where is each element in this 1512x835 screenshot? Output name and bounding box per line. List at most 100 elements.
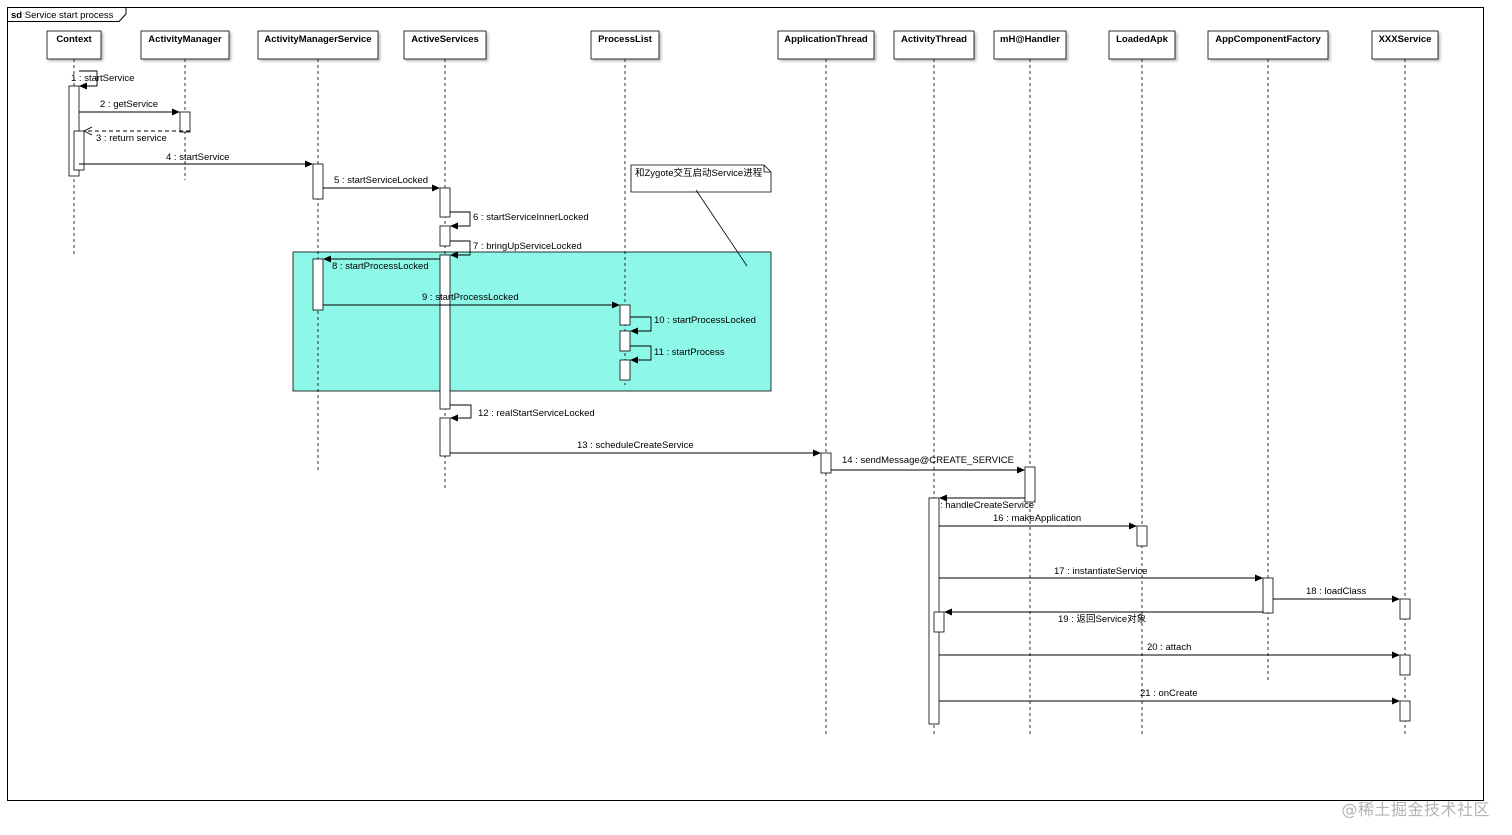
activation-activitythread-13 — [928, 497, 940, 725]
activation-loadedapk-16 — [1136, 525, 1148, 547]
participant-box-loadedapk — [1108, 30, 1176, 60]
message-7: 7 : bringUpServiceLocked — [450, 240, 582, 259]
message-11-label: 11 : startProcess — [654, 347, 725, 358]
watermark: @稀土掘金技术社区 — [1341, 800, 1490, 819]
message-13-label: 13 : scheduleCreateService — [577, 440, 694, 451]
participant-box-processlist — [590, 30, 660, 60]
activation-processlist-11 — [619, 359, 631, 381]
participant-label-activeservices: ActiveServices — [411, 34, 479, 45]
participant-box-context — [46, 30, 102, 60]
highlight-region — [292, 251, 772, 392]
message-8: 8 : startProcessLocked — [323, 255, 440, 272]
message-17: 17 : instantiateService — [939, 566, 1263, 582]
message-1-arrowhead — [79, 82, 87, 90]
message-20: 20 : attach — [939, 642, 1400, 659]
message-9: 9 : startProcessLocked — [323, 292, 620, 309]
message-5: 5 : startServiceLocked — [323, 175, 440, 192]
message-9-label: 9 : startProcessLocked — [422, 292, 519, 303]
activation-appcomponentfactory-17 — [1262, 577, 1274, 614]
activation-xxxservice-20 — [1399, 700, 1411, 722]
message-16: 16 : makeApplication — [939, 513, 1137, 530]
participant-box-activitythread — [893, 30, 975, 60]
message-15-label: : handleCreateService — [940, 500, 1034, 511]
frame-title: sd Service start process — [11, 10, 114, 21]
participant-label-loadedapk: LoadedApk — [1116, 34, 1168, 45]
message-18-label: 18 : loadClass — [1306, 586, 1366, 597]
activation-activitymanagerservice-4 — [312, 258, 324, 311]
message-2-label: 2 : getService — [100, 99, 158, 110]
activation-mh-handler-15 — [1024, 466, 1036, 503]
message-13: 13 : scheduleCreateService — [450, 440, 821, 457]
message-21-label: 21 : onCreate — [1140, 688, 1198, 699]
message-8-arrowhead — [323, 255, 331, 263]
message-14-arrowhead — [1017, 466, 1025, 474]
participant-box-mh-handler — [993, 30, 1067, 60]
message-10-arrowhead — [630, 327, 638, 335]
note: 和Zygote交互启动Service进程 — [630, 164, 772, 267]
message-12-arrowhead — [450, 414, 458, 422]
participant-box-appcomponentfactory — [1207, 30, 1329, 60]
message-2-arrowhead — [172, 108, 180, 116]
message-3-arrowhead — [82, 126, 93, 136]
message-16-label: 16 : makeApplication — [993, 513, 1081, 524]
message-12-line — [450, 404, 472, 419]
participant-box-applicationthread — [777, 30, 875, 60]
message-12: 12 : realStartServiceLocked — [450, 404, 595, 422]
activation-activeservices-8 — [439, 417, 451, 457]
message-18: 18 : loadClass — [1273, 586, 1400, 603]
message-19: 19 : 返回Service对象 — [944, 608, 1263, 625]
activation-xxxservice-18 — [1399, 598, 1411, 620]
note-connector — [695, 189, 748, 267]
message-4-arrowhead — [305, 160, 313, 168]
participant-label-activitymanagerservice: ActivityManagerService — [264, 34, 371, 45]
message-11: 11 : startProcess — [630, 345, 725, 364]
activation-applicationthread-12 — [820, 452, 832, 474]
message-20-arrowhead — [1392, 651, 1400, 659]
activation-xxxservice-19 — [1399, 654, 1411, 676]
participant-label-processlist: ProcessList — [598, 34, 653, 45]
participant-label-appcomponentfactory: AppComponentFactory — [1215, 34, 1321, 45]
message-12-label: 12 : realStartServiceLocked — [478, 408, 595, 419]
activation-activeservices-6 — [439, 225, 451, 247]
message-7-label: 7 : bringUpServiceLocked — [473, 241, 582, 252]
activation-processlist-9 — [619, 304, 631, 326]
activation-processlist-10 — [619, 330, 631, 352]
activation-activitythread-14 — [933, 611, 945, 633]
participant-box-activitymanager — [140, 30, 230, 60]
message-1-line — [79, 70, 98, 87]
participant-label-activitymanager: ActivityManager — [148, 34, 222, 45]
message-20-label: 20 : attach — [1147, 642, 1191, 653]
activation-context-1 — [73, 130, 85, 171]
message-6: 6 : startServiceInnerLocked — [450, 211, 589, 230]
participant-label-xxxservice: XXXService — [1379, 34, 1432, 45]
frame-title-tab — [7, 7, 127, 22]
message-13-arrowhead — [813, 449, 821, 457]
message-19-arrowhead — [944, 608, 952, 616]
message-7-line — [450, 240, 471, 256]
message-1-label: 1 : startService — [71, 73, 134, 84]
message-21: 21 : onCreate — [939, 688, 1400, 705]
message-17-label: 17 : instantiateService — [1054, 566, 1147, 577]
participant-label-context: Context — [56, 34, 92, 45]
message-16-arrowhead — [1129, 522, 1137, 530]
frame-border — [7, 7, 1484, 801]
lifelines — [73, 59, 1406, 737]
activation-bars — [68, 85, 1411, 725]
message-14-label: 14 : sendMessage@CREATE_SERVICE — [842, 455, 1014, 466]
message-8-label: 8 : startProcessLocked — [332, 261, 429, 272]
message-5-arrowhead — [432, 184, 440, 192]
participant-box-activeservices — [403, 30, 487, 60]
message-2: 2 : getService — [79, 99, 180, 116]
message-10-label: 10 : startProcessLocked — [654, 315, 756, 326]
activation-activitymanagerservice-3 — [312, 163, 324, 200]
message-15: : handleCreateService — [939, 494, 1034, 511]
participant-label-activitythread: ActivityThread — [901, 34, 967, 45]
message-6-arrowhead — [450, 222, 458, 230]
message-18-arrowhead — [1392, 595, 1400, 603]
message-3-label: 3 : return service — [96, 133, 167, 144]
message-4: 4 : startService — [79, 152, 313, 168]
message-7-arrowhead — [450, 251, 458, 259]
message-9-arrowhead — [612, 301, 620, 309]
